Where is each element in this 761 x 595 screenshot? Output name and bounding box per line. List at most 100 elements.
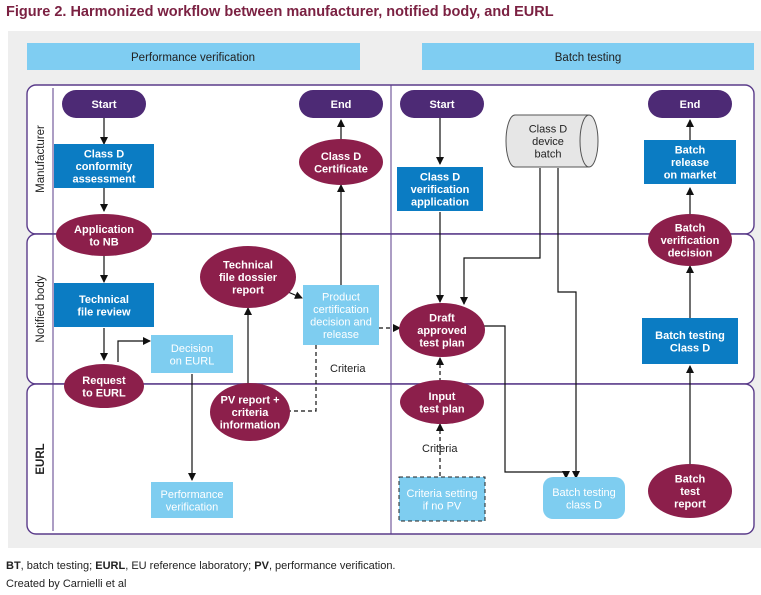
figure-title: Figure 2. Harmonized workflow between ma…: [6, 4, 554, 20]
node-label-line: Class D: [420, 172, 460, 184]
abbr-pv: PV: [254, 560, 269, 572]
node-label-line: if no PV: [423, 500, 462, 512]
node-label-line: Request: [82, 375, 126, 387]
node-shape: [543, 477, 625, 519]
edge-draftplan-to-btclassd: [484, 325, 570, 479]
node-shape: [151, 482, 233, 518]
abbr-eurl-def: , EU reference laboratory;: [125, 560, 255, 572]
column-header-bt-label: Batch testing: [555, 52, 621, 64]
node-label-line: report: [232, 285, 264, 297]
cylinder-cap: [579, 114, 590, 168]
node-label-line: class D: [566, 499, 602, 511]
node-label-line: Criteria setting: [407, 488, 478, 500]
node-label-line: on EURL: [170, 355, 215, 367]
node-end-bt: End: [648, 90, 732, 118]
footnotes: BT, batch testing; EURL, EU reference la…: [6, 557, 396, 593]
node-shape: [299, 139, 383, 185]
edge-label-criteria-pv: Criteria: [330, 363, 366, 375]
node-label-line: Class D: [321, 151, 361, 163]
node-label-line: criteria: [232, 407, 270, 419]
node-shape: [648, 214, 732, 266]
lane-label-manufacturer: Manufacturer: [35, 125, 47, 193]
column-header-pv-label: Performance verification: [131, 52, 255, 64]
abbr-pv-def: , performance verification.: [268, 560, 396, 572]
node-label-line: assessment: [73, 174, 136, 186]
node-label-line: decision: [668, 248, 713, 260]
node-label-line: Start: [429, 99, 454, 111]
node-label-line: information: [220, 420, 281, 432]
node-label-line: to EURL: [82, 387, 126, 399]
node-label-line: Class D: [529, 124, 568, 136]
node-label-line: Performance: [161, 489, 224, 501]
abbreviations-line: BT, batch testing; EURL, EU reference la…: [6, 557, 396, 575]
node-label-line: verification: [166, 501, 219, 513]
node-shape: [299, 90, 383, 118]
node-shape: [400, 380, 484, 424]
node-label-line: Technical: [79, 294, 129, 306]
node-start-pv: Start: [62, 90, 146, 118]
node-shape: [642, 318, 738, 364]
node-shape: [648, 90, 732, 118]
node-start-bt: Start: [400, 90, 484, 118]
node-shape: [398, 476, 486, 522]
node-label-line: Batch: [675, 145, 706, 157]
node-shape: [56, 214, 152, 256]
node-label-line: device: [532, 136, 564, 148]
edge-dossier-to-productcert: [287, 291, 303, 299]
node-label-line: End: [680, 99, 701, 111]
node-label-line: release: [323, 329, 359, 341]
node-shape: [54, 144, 154, 188]
edge-batch-to-draftplan: [460, 168, 541, 305]
node-shape: [303, 285, 379, 345]
edge-request-to-decision: [117, 337, 151, 362]
node-label-line: verification: [411, 184, 470, 196]
node-label-line: Draft: [429, 313, 455, 325]
node-label-line: to NB: [89, 236, 118, 248]
node-shape: [64, 364, 144, 408]
node-label-line: report: [674, 499, 706, 511]
node-shape: [648, 464, 732, 518]
edge-batch-to-btclassd: [557, 168, 580, 479]
node-label-line: approved: [417, 325, 467, 337]
workflow-diagram: Performance verification Batch testing M…: [8, 31, 761, 548]
node-label-line: conformity: [76, 161, 134, 173]
credit-line: Created by Carnielli et al: [6, 578, 127, 590]
node-label-line: End: [331, 99, 352, 111]
node-label-line: decision and: [310, 316, 372, 328]
node-shape: [210, 383, 290, 441]
node-label-line: Application: [74, 224, 134, 236]
node-shape: [62, 90, 146, 118]
node-label-line: file review: [77, 306, 131, 318]
node-label-line: on market: [664, 170, 717, 182]
lane-label-notified-body: Notified body: [35, 275, 47, 342]
node-label-line: test: [680, 486, 700, 498]
node-label-line: Technical: [223, 260, 273, 272]
node-shape: [644, 140, 736, 184]
node-label-line: Product: [322, 291, 360, 303]
node-label-line: test plan: [419, 403, 465, 415]
node-label-line: certification: [313, 304, 369, 316]
node-label-line: Batch: [675, 474, 706, 486]
node-end-pv: End: [299, 90, 383, 118]
node-label-line: Batch testing: [655, 330, 725, 342]
abbr-bt: BT: [6, 560, 21, 572]
node-label-line: batch: [535, 149, 562, 161]
node-shape: [151, 335, 233, 373]
node-label-line: application: [411, 197, 469, 209]
edge-label-criteria-bt: Criteria: [422, 443, 458, 455]
